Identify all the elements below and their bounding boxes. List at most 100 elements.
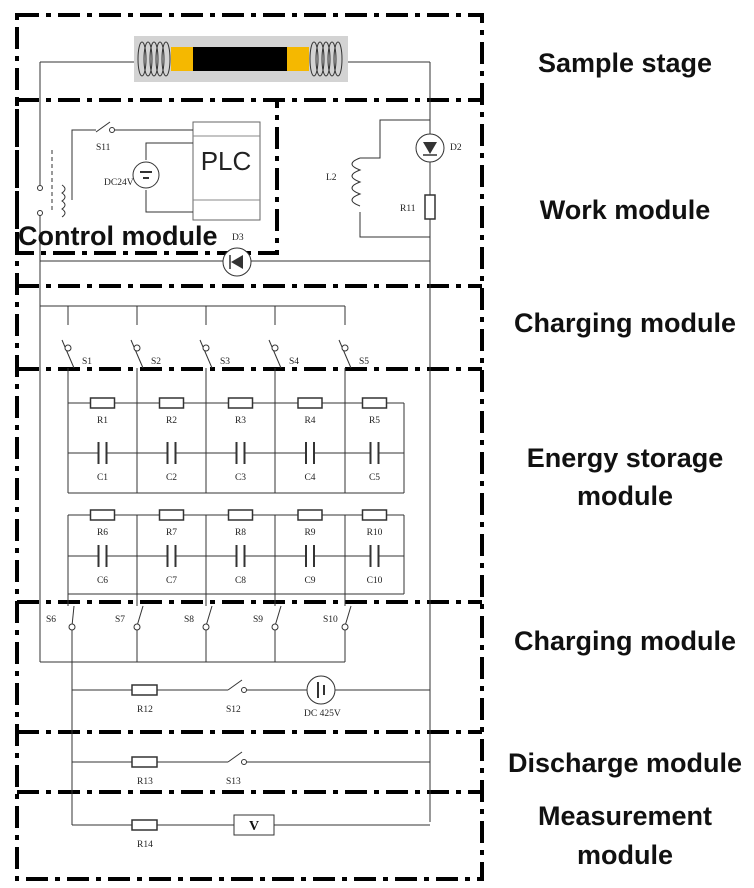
d3-label: D3 — [232, 233, 244, 243]
storage-resistor — [297, 397, 323, 409]
discharge-switch-contact — [133, 623, 141, 631]
storage-resistor — [158, 397, 185, 409]
relay-contact-1 — [37, 185, 43, 191]
main-rails — [39, 61, 431, 822]
charge-switch-blade — [199, 339, 213, 369]
label-measurement-2: module — [577, 840, 673, 870]
charge-switch-label: S3 — [220, 357, 230, 367]
storage-resistor-label: R6 — [97, 528, 108, 538]
r11-label: R11 — [400, 204, 416, 214]
l2-label: L2 — [326, 173, 337, 183]
label-discharge-module: Discharge module — [508, 748, 742, 778]
storage-resistor-label: R10 — [367, 528, 383, 538]
label-charging-module-bottom: Charging module — [514, 626, 736, 656]
r11-resistor — [424, 194, 436, 220]
discharge-switch-contact — [202, 623, 210, 631]
module-labels: Sample stage Work module Charging module… — [508, 48, 742, 870]
storage-capacitor-label: C7 — [166, 576, 177, 586]
dc425v-source — [306, 675, 336, 705]
label-energy-storage-2: module — [577, 481, 673, 511]
right-coil — [309, 41, 343, 77]
charge-switch-contact — [202, 344, 210, 352]
storage-capacitor-label: C1 — [97, 473, 108, 483]
discharge-row: R13 S13 — [72, 751, 430, 787]
storage-capacitor-label: C4 — [304, 473, 315, 483]
storage-resistor-label: R2 — [166, 416, 177, 426]
left-coil — [137, 41, 171, 77]
storage-resistor-label: R7 — [166, 528, 177, 538]
d2-triangle — [423, 142, 437, 154]
right-coil-end — [287, 47, 309, 71]
storage-capacitor-label: C2 — [166, 473, 177, 483]
s11-label: S11 — [96, 143, 111, 153]
discharge-switch-blade — [136, 605, 144, 627]
storage-resistor-label: R3 — [235, 416, 246, 426]
s13-blade — [227, 751, 243, 763]
d3-triangle — [231, 255, 243, 269]
discharge-switch-label: S10 — [323, 615, 338, 625]
storage-resistor — [361, 397, 388, 409]
relay-contact-2 — [37, 210, 43, 216]
energy-storage-cells: R1C1R2C2R3C3R4C4R5C5R6C6R7C7R8C8R9C9R10C… — [67, 397, 405, 594]
storage-resistor — [89, 397, 116, 409]
sample-stage — [134, 36, 348, 82]
label-charging-module-top: Charging module — [514, 308, 736, 338]
storage-capacitor-label: C9 — [304, 576, 315, 586]
s11-blade — [95, 121, 111, 133]
label-measurement-1: Measurement — [538, 801, 712, 831]
dc24v-label: DC24V — [104, 178, 134, 188]
s12-contact — [241, 687, 247, 693]
storage-resistor — [227, 397, 254, 409]
storage-capacitor-label: C5 — [369, 473, 380, 483]
control-coil — [61, 184, 66, 218]
measurement-row: R14 V — [72, 814, 430, 850]
s13-contact — [241, 759, 247, 765]
charge-switch-contact — [341, 344, 349, 352]
control-module: PLC S11 DC24V — [37, 121, 261, 221]
work-module: L2 D2 R11 D3 — [222, 119, 462, 277]
r12-label: R12 — [137, 705, 153, 715]
storage-resistor — [297, 509, 323, 521]
storage-resistor — [361, 509, 388, 521]
voltmeter-label: V — [249, 819, 259, 834]
r13-label: R13 — [137, 777, 153, 787]
s12-blade — [227, 679, 243, 691]
label-work-module: Work module — [540, 195, 711, 225]
s11-contact — [109, 127, 115, 133]
storage-resistor-label: R5 — [369, 416, 380, 426]
r14-resistor — [131, 819, 158, 831]
r14-label: R14 — [137, 840, 153, 850]
control-module-box — [15, 98, 279, 255]
left-coil-end — [171, 47, 193, 71]
discharge-switch-blade — [205, 605, 213, 627]
d2-label: D2 — [450, 143, 462, 153]
charge-switch-contact — [133, 344, 141, 352]
charge-switch-blade — [130, 339, 144, 369]
storage-resistor — [89, 509, 116, 521]
label-energy-storage-1: Energy storage — [527, 443, 724, 473]
storage-capacitor-label: C6 — [97, 576, 108, 586]
charge-switch-label: S2 — [151, 357, 161, 367]
discharge-switch-label: S9 — [253, 615, 263, 625]
discharge-switch-blade — [344, 605, 352, 627]
label-control-module: Control module — [18, 221, 217, 251]
storage-resistor-label: R1 — [97, 416, 108, 426]
charge-switch-blade — [338, 339, 352, 369]
discharge-switch-contact — [341, 623, 349, 631]
s11-wiring — [71, 129, 193, 200]
l2-inductor — [351, 157, 362, 207]
charge-switch-label: S5 — [359, 357, 369, 367]
storage-capacitor-label: C10 — [367, 576, 383, 586]
plc-box — [192, 121, 261, 221]
dc24v-source — [132, 161, 160, 189]
r13-resistor — [131, 756, 158, 768]
storage-resistor — [227, 509, 254, 521]
charge-switch-contact — [64, 344, 72, 352]
dc425v-label: DC 425V — [304, 709, 341, 719]
charge-switch-label: S1 — [82, 357, 92, 367]
storage-resistor-label: R8 — [235, 528, 246, 538]
r12-resistor — [131, 684, 158, 696]
discharge-switch-contact — [271, 623, 279, 631]
